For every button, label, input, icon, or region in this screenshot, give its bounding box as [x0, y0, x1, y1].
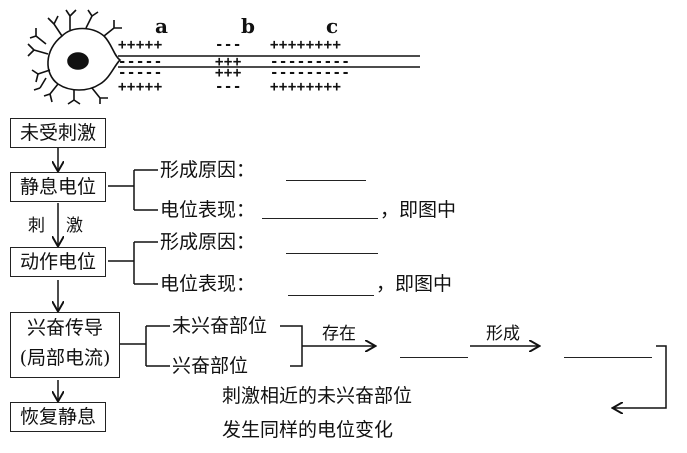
action-bracket — [108, 241, 158, 285]
note-line1: 刺激相近的未兴奋部位 — [222, 385, 413, 407]
stimulus-label-left: 刺 — [28, 216, 45, 236]
unexcited-part-label: 未兴奋部位 — [172, 315, 268, 337]
charge-b-inner-top: +++ — [215, 54, 242, 70]
action-cause-blank — [286, 253, 378, 254]
charge-b-inner-bottom: +++ — [215, 65, 242, 81]
label-b: b — [241, 14, 255, 38]
note-line2: 发生同样的电位变化 — [222, 419, 394, 441]
resting-bracket — [108, 169, 158, 211]
axon-membrane — [118, 55, 420, 68]
charge-a-outer-bottom: +++++ — [118, 79, 163, 95]
charge-c-outer-bottom: ++++++++ — [270, 79, 342, 95]
charge-b-outer-bottom: --- — [215, 79, 242, 95]
nucleus — [67, 52, 89, 70]
resting-cause-blank — [286, 180, 366, 181]
charge-a-inner-bottom: ----- — [118, 65, 163, 81]
action-performance-label: 电位表现： — [160, 273, 256, 295]
resting-performance-blank — [262, 218, 378, 219]
conduction-line2: (局部电流) — [19, 347, 111, 369]
box-conduction: 兴奋传导 (局部电流) — [10, 312, 120, 378]
form-label: 形成 — [486, 324, 520, 344]
conduction-bracket — [120, 325, 170, 367]
excited-part-label: 兴奋部位 — [172, 355, 249, 377]
charge-c-outer-top: ++++++++ — [270, 37, 342, 53]
resting-performance-suffix: ，即图中 — [380, 199, 457, 221]
box-action-potential: 动作电位 — [10, 247, 106, 277]
box-unstimulated: 未受刺激 — [10, 118, 106, 148]
resting-performance-label: 电位表现： — [160, 199, 256, 221]
action-performance-suffix: ，即图中 — [376, 273, 453, 295]
neuron-cell-body — [27, 9, 122, 105]
charge-c-inner-top: --------- — [270, 54, 351, 70]
action-performance-blank — [288, 295, 374, 296]
charge-c-inner-bottom: --------- — [270, 65, 351, 81]
stimulus-label-right: 激 — [66, 216, 83, 236]
label-a: a — [155, 14, 168, 38]
exist-label: 存在 — [322, 324, 356, 344]
form-blank — [564, 357, 652, 358]
box-restore-resting: 恢复静息 — [10, 402, 106, 432]
action-cause-label: 形成原因： — [160, 231, 256, 253]
resting-cause-label: 形成原因： — [160, 159, 256, 181]
charge-a-outer-top: +++++ — [118, 37, 163, 53]
label-c: c — [326, 14, 339, 38]
conduction-right-bracket — [280, 325, 303, 367]
charge-a-inner-top: ----- — [118, 54, 163, 70]
return-arrow — [614, 345, 667, 408]
box-resting-potential: 静息电位 — [10, 172, 106, 202]
conduction-line1: 兴奋传导 — [26, 317, 103, 339]
charge-b-outer-top: --- — [215, 37, 242, 53]
exist-blank — [400, 357, 468, 358]
